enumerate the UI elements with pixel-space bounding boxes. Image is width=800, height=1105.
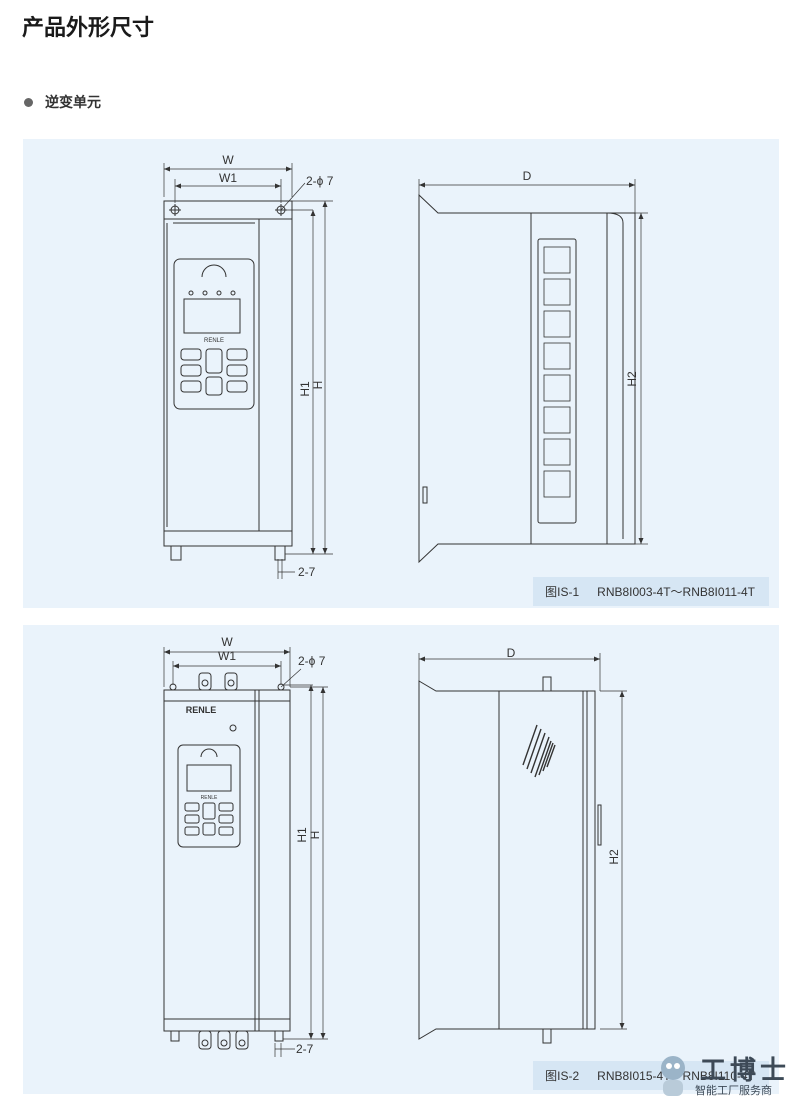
dim-d: D (523, 169, 532, 183)
watermark-logo: 工博士 (700, 1056, 791, 1086)
keypad-outline-2 (177, 744, 241, 848)
keypad-brand: RENLE (204, 338, 224, 344)
watermark: 工博士 智能工厂服务商 (655, 1048, 800, 1105)
figure-1-caption-model: RNB8I003-4T～RNB8I011-4T (597, 585, 755, 599)
side-vent-diagonals-2 (522, 724, 556, 778)
dim-hole-bottom: 2-7 (298, 565, 316, 579)
side-vent-grille (537, 238, 577, 524)
keypad-brand-2: RENLE (201, 795, 218, 801)
figure-2-caption-id: 图IS-2 (545, 1069, 580, 1083)
dim-hole-top: 2-ϕ 7 (306, 174, 334, 188)
dim-h: H (311, 381, 325, 390)
vent-slots (543, 246, 571, 498)
figure-1-caption-id: 图IS-1 (545, 585, 580, 599)
dim-w-2: W (221, 635, 233, 649)
section-header: 逆变单元 (24, 92, 101, 112)
mount-slot-bottom-right (274, 546, 286, 561)
brand-label-2: RENLE (186, 705, 217, 715)
side-view-body (418, 193, 636, 564)
watermark-slogan: 智能工厂服务商 (695, 1084, 772, 1097)
dim-w: W (222, 153, 234, 167)
watermark-robot-icon (661, 1056, 685, 1096)
dim-w1-2: W1 (218, 649, 236, 663)
mount-slot-bottom-left (170, 546, 182, 561)
keypad-display (183, 298, 241, 334)
section-bullet (24, 97, 33, 107)
dim-h2: H2 (625, 371, 639, 387)
dim-h2-2: H2 (607, 849, 621, 865)
figure-1-drawing: RENLE W W1 2-ϕ 7 H1 H 2-7 D H2 (163, 153, 648, 579)
dim-h-2: H (308, 831, 322, 840)
dim-h1-2: H1 (295, 827, 309, 843)
side-view-body-2 (418, 680, 596, 1040)
front-view-body (163, 200, 293, 547)
dim-hole-bottom-2: 2-7 (296, 1042, 314, 1056)
page-title: 产品外形尺寸 (22, 16, 155, 41)
dim-hole-top-2: 2-ϕ 7 (298, 654, 326, 668)
keypad-outline (173, 258, 255, 410)
section-label: 逆变单元 (45, 95, 101, 111)
figure-panel-1: RENLE W W1 2-ϕ 7 H1 H 2-7 D H2 图IS-1 RNB8… (23, 139, 779, 608)
figure-panel-2: RENLE RENLE W W1 2-ϕ 7 H1 H 2-7 D H2 图IS… (23, 625, 779, 1094)
front-view-body-2 (163, 689, 291, 1032)
dim-d-2: D (507, 646, 516, 660)
figure-2-drawing: RENLE RENLE W W1 2-ϕ 7 H1 H 2-7 D H2 (163, 635, 627, 1057)
figure-1-caption: 图IS-1 RNB8I003-4T～RNB8I011-4T (533, 577, 769, 606)
keypad-display-2 (186, 764, 232, 792)
dim-h1: H1 (298, 381, 312, 397)
dim-w1: W1 (219, 171, 237, 185)
